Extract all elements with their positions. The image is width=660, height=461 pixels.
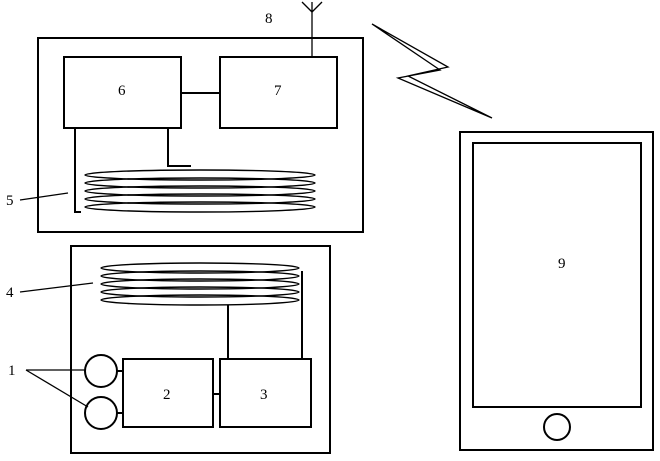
label-6: 6 [118,83,126,99]
coil-5-lead-right [168,128,190,166]
upper-module [38,2,363,232]
coil-5-lead-left [75,128,80,212]
label-2: 2 [163,387,171,403]
coil-4 [101,263,299,305]
label-3: 3 [260,387,268,403]
antenna-icon [302,2,322,57]
component-1-lower [85,397,117,429]
phone-body [460,132,653,450]
lower-module-frame [71,246,330,453]
label-8: 8 [265,11,273,27]
home-button-icon [544,414,570,440]
phone-screen [473,143,641,407]
coil-5 [85,170,315,212]
leader-4 [20,283,93,292]
leader-5 [20,193,68,200]
wireless-signal-icon [372,24,492,118]
lower-module [71,246,330,453]
label-1: 1 [8,363,16,379]
label-7: 7 [274,83,282,99]
component-1-upper [85,355,117,387]
mobile-terminal [460,132,653,450]
leader-1-lower [26,370,88,407]
label-4: 4 [6,285,14,301]
upper-module-frame [38,38,363,232]
label-5: 5 [6,193,14,209]
label-9: 9 [558,256,566,272]
